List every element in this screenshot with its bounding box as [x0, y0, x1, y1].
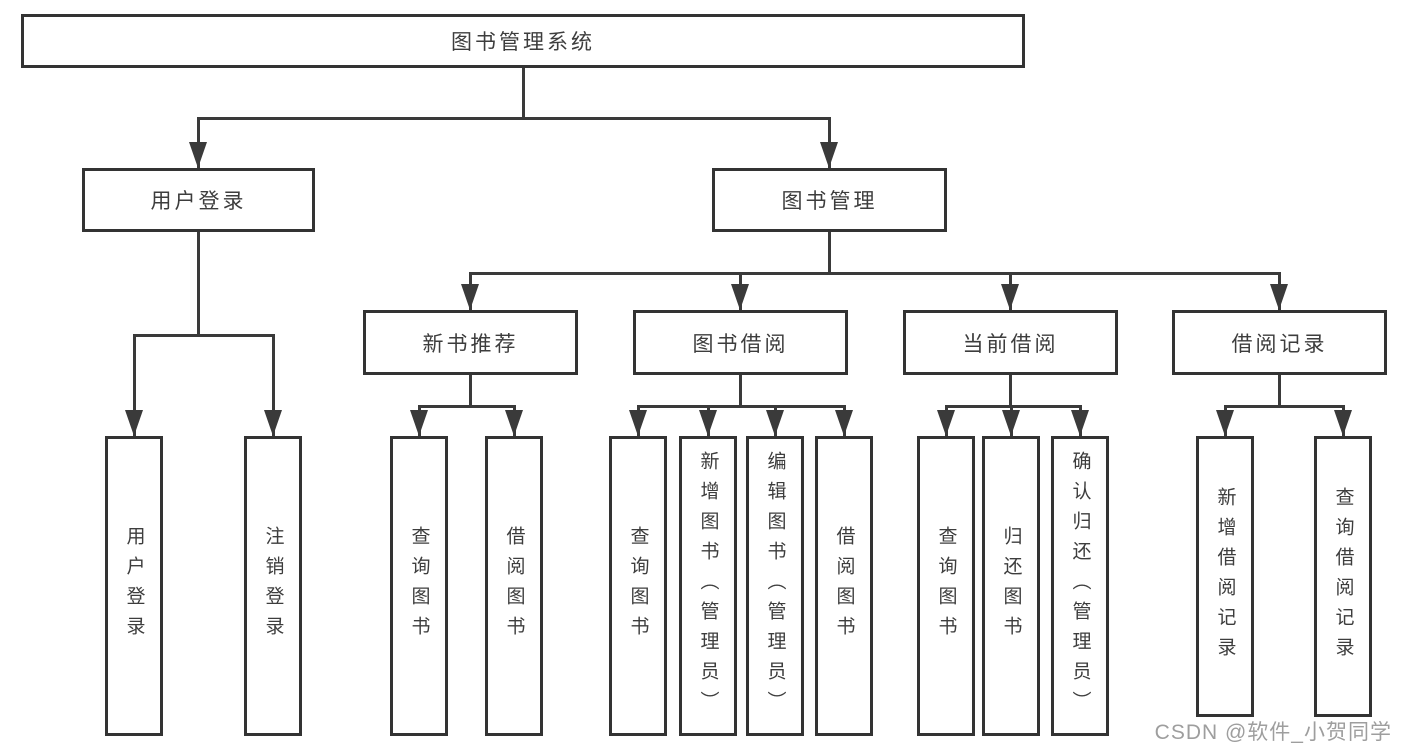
arrowhead-newbooks-borrow-icon	[505, 410, 523, 436]
leaf-user-login: 用户登录	[105, 436, 163, 736]
node-borrow-records-label: 借阅记录	[1231, 332, 1328, 356]
arrowhead-current-return-icon	[1002, 410, 1020, 436]
arrowhead-new-books-icon	[461, 284, 479, 310]
node-new-books: 新书推荐	[363, 310, 578, 375]
leaf-borrow-add-admin-label: 新增图书（管理员）	[697, 451, 719, 721]
leaf-records-query: 查询借阅记录	[1314, 436, 1372, 717]
line-to-leaf-logout	[271, 335, 275, 436]
node-current-borrow: 当前借阅	[903, 310, 1118, 375]
borrow-records-stub	[1277, 375, 1281, 406]
leaf-logout-label: 注销登录	[262, 526, 284, 646]
arrowhead-records-query-icon	[1334, 410, 1352, 436]
new-books-branch	[417, 404, 516, 408]
node-book-management: 图书管理	[712, 168, 947, 232]
arrowhead-borrow-borrow-icon	[835, 410, 853, 436]
node-book-borrow-label: 图书借阅	[692, 332, 789, 356]
leaf-borrow-edit-admin: 编辑图书（管理员）	[746, 436, 804, 736]
node-system-root: 图书管理系统	[21, 14, 1025, 68]
leaf-borrow-edit-admin-label: 编辑图书（管理员）	[764, 451, 786, 721]
leaf-borrow-borrow: 借阅图书	[815, 436, 873, 736]
book-management-branch	[468, 271, 1281, 275]
leaf-current-confirm-admin-label: 确认归还（管理员）	[1069, 451, 1091, 721]
csdn-watermark: CSDN @软件_小贺同学	[1154, 721, 1392, 744]
arrowhead-current-confirm-icon	[1071, 410, 1089, 436]
leaf-newbooks-borrow-label: 借阅图书	[503, 526, 525, 646]
root-stub	[521, 68, 525, 118]
arrowhead-leaf-user-login-icon	[125, 410, 143, 436]
leaf-current-return-label: 归还图书	[1000, 526, 1022, 646]
arrowhead-records-add-icon	[1216, 410, 1234, 436]
leaf-user-login-label: 用户登录	[123, 526, 145, 646]
leaf-logout: 注销登录	[244, 436, 302, 736]
leaf-borrow-query: 查询图书	[609, 436, 667, 736]
node-current-borrow-label: 当前借阅	[962, 332, 1059, 356]
node-book-borrow: 图书借阅	[633, 310, 848, 375]
arrowhead-borrow-edit-icon	[766, 410, 784, 436]
arrowhead-user-login-icon	[189, 142, 207, 168]
arrowhead-current-borrow-icon	[1001, 284, 1019, 310]
leaf-records-add: 新增借阅记录	[1196, 436, 1254, 717]
current-borrow-stub	[1008, 375, 1012, 406]
leaf-newbooks-query: 查询图书	[390, 436, 448, 736]
line-to-leaf-user-login	[132, 335, 136, 436]
arrowhead-borrow-records-icon	[1270, 284, 1288, 310]
leaf-current-return: 归还图书	[982, 436, 1040, 736]
node-user-login: 用户登录	[82, 168, 315, 232]
node-system-root-label: 图书管理系统	[451, 31, 595, 54]
leaf-borrow-query-label: 查询图书	[627, 526, 649, 646]
user-login-branch	[132, 333, 275, 337]
book-borrow-branch	[636, 404, 846, 408]
arrowhead-book-management-icon	[820, 142, 838, 168]
leaf-current-confirm-admin: 确认归还（管理员）	[1051, 436, 1109, 736]
arrowhead-borrow-add-icon	[699, 410, 717, 436]
leaf-records-add-label: 新增借阅记录	[1214, 486, 1236, 667]
arrowhead-leaf-logout-icon	[264, 410, 282, 436]
leaf-newbooks-query-label: 查询图书	[408, 526, 430, 646]
user-login-stub	[196, 232, 200, 335]
leaf-current-query: 查询图书	[917, 436, 975, 736]
leaf-newbooks-borrow: 借阅图书	[485, 436, 543, 736]
node-book-management-label: 图书管理	[781, 190, 878, 213]
arrowhead-current-query-icon	[937, 410, 955, 436]
root-branch	[196, 116, 831, 120]
book-borrow-stub	[738, 375, 742, 406]
leaf-current-query-label: 查询图书	[935, 526, 957, 646]
node-borrow-records: 借阅记录	[1172, 310, 1387, 375]
leaf-records-query-label: 查询借阅记录	[1332, 486, 1354, 667]
leaf-borrow-borrow-label: 借阅图书	[833, 526, 855, 646]
node-new-books-label: 新书推荐	[422, 332, 519, 356]
node-user-login-label: 用户登录	[150, 190, 247, 213]
arrowhead-borrow-query-icon	[629, 410, 647, 436]
arrowhead-book-borrow-icon	[731, 284, 749, 310]
leaf-borrow-add-admin: 新增图书（管理员）	[679, 436, 737, 736]
new-books-stub	[468, 375, 472, 406]
arrowhead-newbooks-query-icon	[410, 410, 428, 436]
book-management-stub	[827, 232, 831, 273]
current-borrow-branch	[944, 404, 1082, 408]
borrow-records-branch	[1223, 404, 1345, 408]
